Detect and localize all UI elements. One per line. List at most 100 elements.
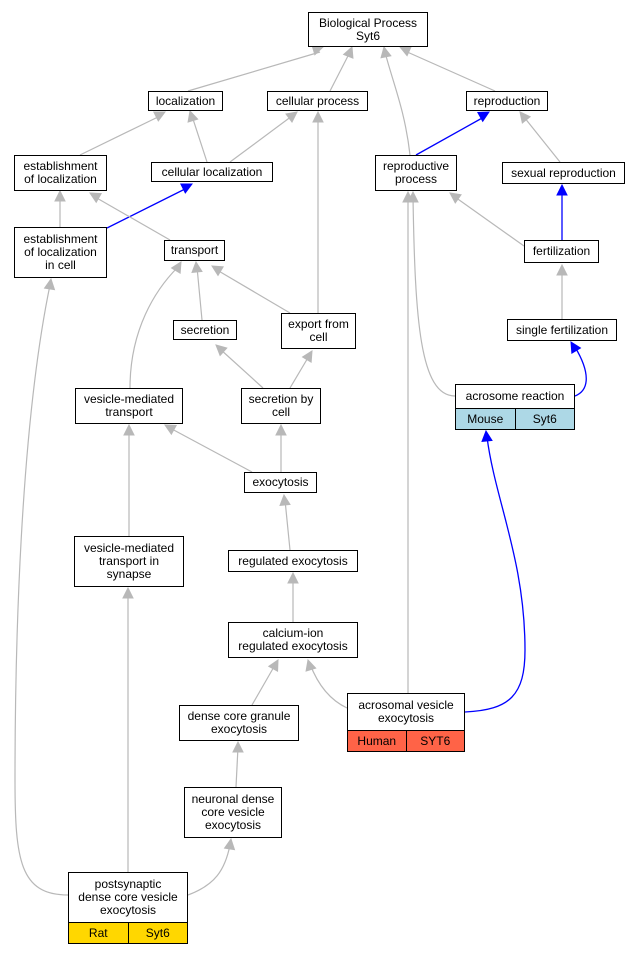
node-vesicle-mediated-transport[interactable]: vesicle-mediated transport xyxy=(75,388,183,424)
arrowhead xyxy=(449,192,462,204)
edge-line xyxy=(329,51,351,92)
node-neuronal-dense-core-vesicle-exocytosis[interactable]: neuronal dense core vesicle exocytosis xyxy=(184,787,282,838)
species-tag: Human xyxy=(348,731,406,751)
edge-export-from-cell-to-transport xyxy=(211,265,291,314)
node-acrosome-reaction[interactable]: acrosome reaction Mouse Syt6 xyxy=(455,384,575,430)
edge-reproduction-to-biological-process xyxy=(398,46,496,92)
node-fertilization[interactable]: fertilization xyxy=(524,240,599,263)
node-establishment-of-localization-in-cell[interactable]: establishment of localization in cell xyxy=(14,227,107,278)
edge-postsynaptic-to-establishment-in-cell xyxy=(14,277,69,896)
node-regulated-exocytosis[interactable]: regulated exocytosis xyxy=(228,550,358,572)
edge-line xyxy=(574,346,587,397)
species-tag: Rat xyxy=(69,923,128,943)
arrowhead xyxy=(287,571,299,584)
arrowhead xyxy=(556,263,568,276)
node-sexual-reproduction[interactable]: sexual reproduction xyxy=(502,162,625,184)
node-label: postsynaptic dense core vesicle exocytos… xyxy=(78,877,178,917)
node-label: acrosomal vesicle exocytosis xyxy=(358,698,454,725)
node-label: Biological Process Syt6 xyxy=(318,15,418,43)
edge-fertilization-to-reproductive-process xyxy=(449,192,525,247)
arrowhead xyxy=(481,429,493,443)
edge-line xyxy=(187,844,231,896)
edge-line xyxy=(523,116,561,163)
edge-sexual-reproduction-to-reproduction xyxy=(519,111,561,163)
edge-establishment-in-cell-to-establishment xyxy=(54,189,66,227)
node-secretion-by-cell[interactable]: secretion by cell xyxy=(241,388,321,424)
edge-fertilization-to-sexual-reproduction xyxy=(556,183,568,240)
edge-dense-core-to-calcium-exocytosis xyxy=(251,659,279,706)
edge-cellular-localization-to-cellular-process xyxy=(229,111,298,163)
edge-line xyxy=(284,499,291,551)
edge-single-fertilization-to-fertilization xyxy=(556,263,568,319)
edge-line xyxy=(191,115,208,163)
gene-tag: Syt6 xyxy=(514,409,574,429)
arrowhead xyxy=(170,261,182,274)
node-label: fertilization xyxy=(532,244,591,258)
edge-establishment-in-cell-to-cellular-localization xyxy=(106,183,193,229)
edge-acrosomal-to-reproductive-process xyxy=(402,190,414,693)
node-export-from-cell[interactable]: export from cell xyxy=(281,313,356,349)
edge-line xyxy=(169,427,253,473)
node-biological-process[interactable]: Biological Process Syt6 xyxy=(308,12,428,47)
node-label: secretion by cell xyxy=(248,392,314,419)
arrowhead xyxy=(164,424,177,436)
node-secretion[interactable]: secretion xyxy=(173,320,237,340)
node-exocytosis[interactable]: exocytosis xyxy=(244,472,317,493)
arrowhead xyxy=(285,111,298,123)
edge-secretion-to-transport xyxy=(191,260,203,321)
node-label: neuronal dense core vesicle exocytosis xyxy=(191,792,275,832)
node-acrosomal-vesicle-exocytosis[interactable]: acrosomal vesicle exocytosis Human SYT6 xyxy=(347,693,465,752)
edge-line xyxy=(14,284,69,896)
edge-line xyxy=(384,51,411,156)
node-dense-core-granule-exocytosis[interactable]: dense core granule exocytosis xyxy=(179,705,299,741)
edge-secretion-by-cell-to-export-from-cell xyxy=(289,350,313,389)
node-postsynaptic-dense-core-vesicle-exocytosis[interactable]: postsynaptic dense core vesicle exocytos… xyxy=(68,872,188,944)
node-calcium-ion-regulated-exocytosis[interactable]: calcium-ion regulated exocytosis xyxy=(228,622,358,658)
arrowhead xyxy=(267,659,279,672)
gene-tag: SYT6 xyxy=(405,731,464,751)
edge-postsynaptic-to-neuronal xyxy=(187,837,236,896)
edge-establishment-of-localization-to-localization xyxy=(79,111,166,156)
arrowhead xyxy=(342,45,354,59)
edge-synapse-transport-to-vesicle-mediated-transport xyxy=(123,423,135,536)
node-reproduction[interactable]: reproduction xyxy=(466,91,548,111)
arrowhead xyxy=(191,260,203,274)
node-reproductive-process[interactable]: reproductive process xyxy=(375,155,457,191)
edge-reproductive-process-to-reproduction xyxy=(415,111,490,156)
node-cellular-process[interactable]: cellular process xyxy=(267,91,368,111)
node-label: transport xyxy=(170,243,219,257)
edge-export-from-cell-to-cellular-process xyxy=(312,110,324,313)
edge-acrosomal-to-acrosome-reaction xyxy=(464,429,526,713)
node-label: cellular localization xyxy=(161,164,263,179)
node-label: vesicle-mediated transport in synapse xyxy=(83,541,175,581)
edge-line xyxy=(309,663,348,709)
node-label: reproduction xyxy=(473,93,541,108)
node-transport[interactable]: transport xyxy=(164,240,225,261)
edge-line xyxy=(235,746,239,788)
arrowhead xyxy=(232,740,244,753)
species-gene-tags: Rat Syt6 xyxy=(69,922,187,943)
node-establishment-of-localization[interactable]: establishment of localization xyxy=(14,155,107,191)
node-label: single fertilization xyxy=(515,322,609,337)
species-tag: Mouse xyxy=(456,409,515,429)
edge-line xyxy=(404,50,496,92)
node-label: establishment of localization in cell xyxy=(23,232,98,272)
node-cellular-localization[interactable]: cellular localization xyxy=(151,162,273,182)
arrowhead xyxy=(402,190,414,203)
edge-line xyxy=(229,115,293,163)
node-label: sexual reproduction xyxy=(511,165,616,180)
edge-line xyxy=(415,116,485,156)
edge-line xyxy=(106,187,188,229)
arrowhead xyxy=(122,586,134,599)
arrowhead xyxy=(570,341,582,354)
node-single-fertilization[interactable]: single fertilization xyxy=(507,319,617,341)
edge-transport-to-establishment xyxy=(89,192,171,241)
arrowhead xyxy=(477,111,490,123)
edge-line xyxy=(219,348,264,389)
arrowhead xyxy=(211,265,224,277)
arrowhead xyxy=(275,423,287,436)
node-localization[interactable]: localization xyxy=(148,91,223,111)
node-vesicle-mediated-transport-in-synapse[interactable]: vesicle-mediated transport in synapse xyxy=(74,536,184,587)
